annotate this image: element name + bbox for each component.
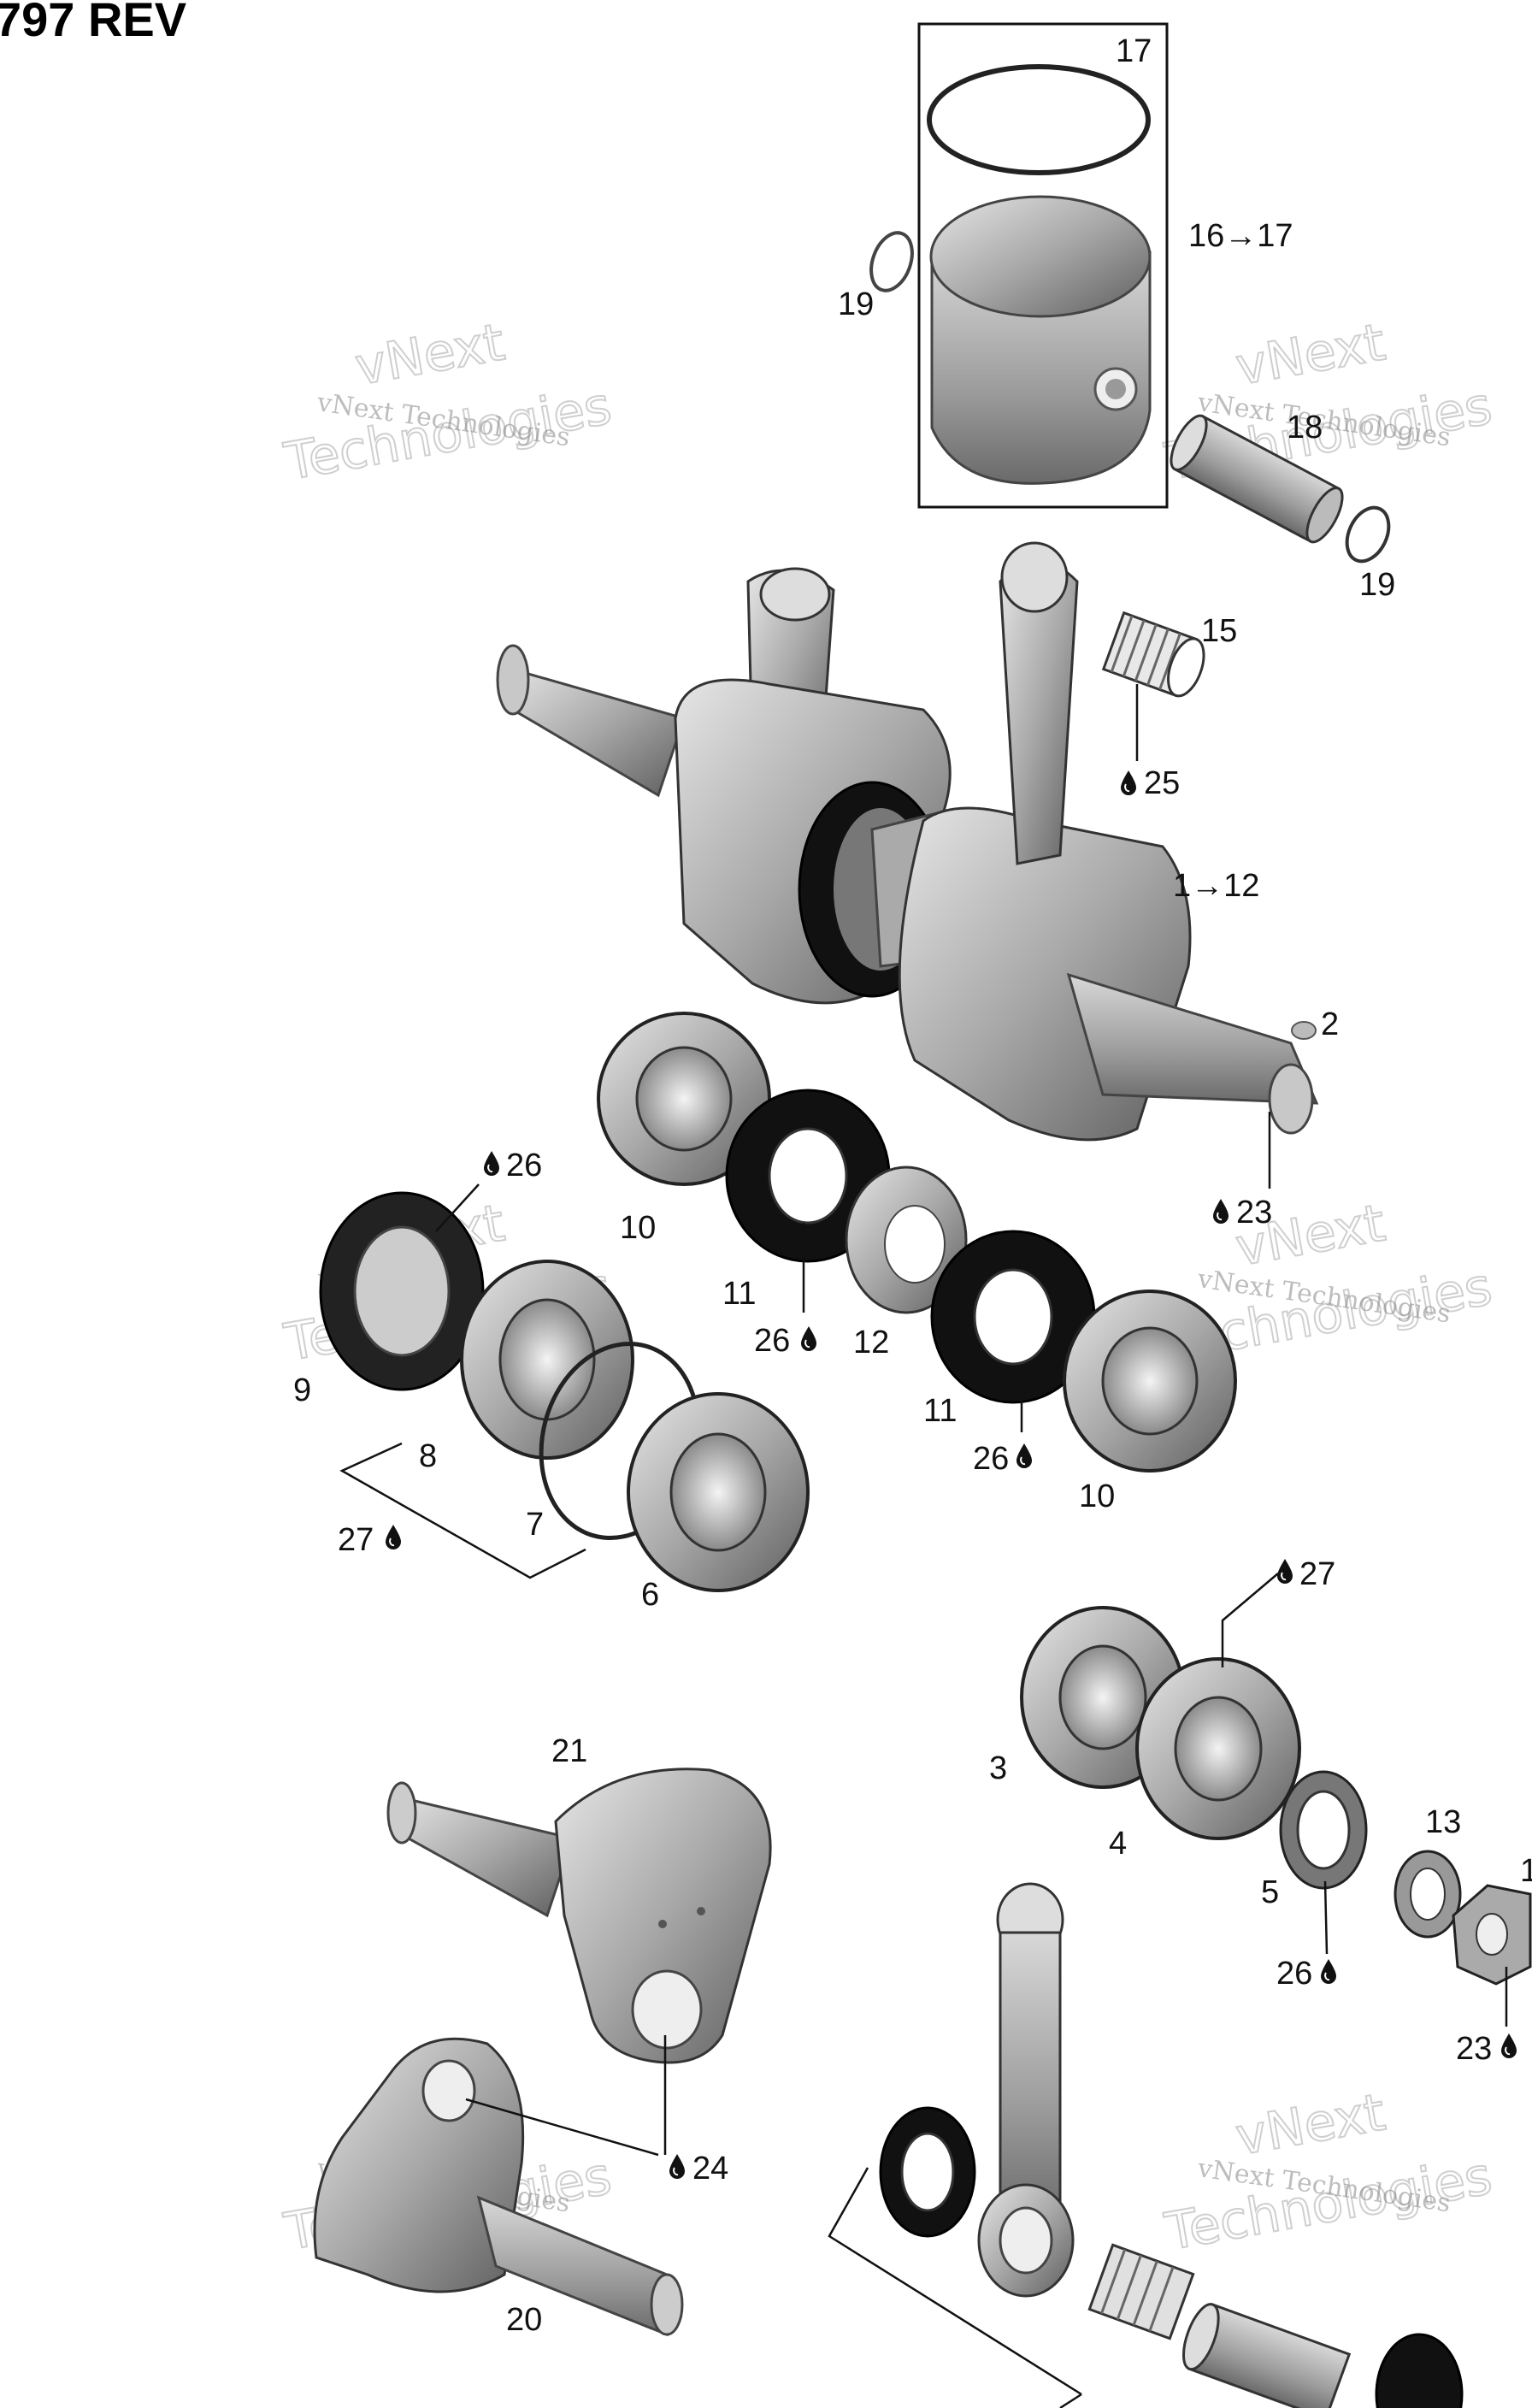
piston-kit-box <box>917 22 1169 509</box>
circlip-right <box>1345 505 1391 564</box>
ball-bearing <box>1063 1290 1237 1473</box>
ball-bearing <box>1135 1657 1301 1840</box>
callout-25: 25 <box>1144 765 1180 801</box>
callout-16-17: 16→17 <box>1188 218 1293 254</box>
callout-21: 21 <box>551 1733 587 1769</box>
callout-1-edge: 1 <box>1520 1853 1532 1889</box>
oil-drop-icon <box>1016 1443 1033 1469</box>
bracket-line <box>339 1442 586 1579</box>
washer <box>1394 1850 1462 1939</box>
oil-drop-icon <box>1212 1198 1229 1225</box>
oil-drop-icon <box>385 1524 402 1550</box>
crankshaft-assembly <box>496 541 1319 1142</box>
watermark-big-1: vNext <box>351 312 509 397</box>
callout-4: 4 <box>1109 1826 1127 1862</box>
thrust-washer-lower <box>879 2106 976 2238</box>
circlip-left <box>869 231 914 292</box>
crank-pin-lower <box>1181 2303 1352 2408</box>
callout-8: 8 <box>419 1438 437 1474</box>
callout-11-left: 11 <box>722 1276 756 1312</box>
oil-drop-icon <box>1500 2033 1517 2059</box>
oil-drop-icon <box>800 1325 817 1352</box>
callout-27-left: 27 <box>338 1522 374 1558</box>
crank-half-21 <box>386 1768 772 2064</box>
callout-13: 13 <box>1425 1804 1461 1840</box>
callout-26-right: 26 <box>973 1441 1009 1477</box>
needle-bearing <box>1101 611 1205 698</box>
bracket-line <box>828 2167 1082 2396</box>
oil-seal <box>930 1230 1096 1404</box>
washer-lower-right <box>1375 2333 1464 2408</box>
ball-bearing <box>627 1392 810 1592</box>
oil-drop-icon <box>1276 1558 1293 1585</box>
callout-10-left: 10 <box>620 1210 656 1246</box>
callout-2: 2 <box>1321 1006 1339 1042</box>
watermark-big-3: vNext <box>1231 312 1389 397</box>
conrod-lower <box>977 1882 1075 2298</box>
callout-26-mid: 26 <box>754 1323 790 1359</box>
watermark-big-11: vNext <box>1231 2082 1389 2167</box>
callout-3: 3 <box>989 1750 1007 1786</box>
oil-drop-icon <box>669 2153 686 2180</box>
needle-bearing-lower <box>1087 2243 1195 2340</box>
leader-line <box>1059 2393 1082 2408</box>
oil-drop-icon <box>1320 1958 1337 1985</box>
callout-23-top: 23 <box>1236 1195 1272 1231</box>
callout-24: 24 <box>692 2151 728 2187</box>
hex-nut <box>1452 1884 1532 1986</box>
leader-line <box>1323 1880 1329 1955</box>
callout-15: 15 <box>1201 613 1237 649</box>
callout-1-12: 1→12 <box>1173 868 1259 904</box>
callout-26-top: 26 <box>506 1148 542 1183</box>
crank-half-20 <box>313 2037 684 2337</box>
callout-20: 20 <box>506 2302 542 2338</box>
piston-ring <box>927 64 1151 175</box>
callout-12: 12 <box>853 1325 889 1360</box>
oil-drop-icon <box>483 1150 500 1177</box>
callout-19-right: 19 <box>1359 567 1395 603</box>
callout-18: 18 <box>1287 410 1323 446</box>
oil-drop-icon <box>1120 770 1137 796</box>
diagram-title: 797 REV <box>0 0 186 46</box>
callout-17: 17 <box>1116 33 1152 69</box>
callout-11-right: 11 <box>923 1393 957 1429</box>
callout-23-bottom: 23 <box>1456 2031 1492 2067</box>
ball-bearing <box>597 1012 771 1186</box>
callout-6: 6 <box>641 1577 659 1613</box>
callout-7: 7 <box>526 1507 544 1543</box>
leader-line <box>465 2098 659 2157</box>
callout-9: 9 <box>293 1372 311 1408</box>
callout-10-right: 10 <box>1079 1478 1115 1514</box>
callout-27-right: 27 <box>1299 1556 1335 1592</box>
thrust-washer <box>1279 1770 1368 1890</box>
roller-bearing <box>460 1260 634 1460</box>
leader-line <box>1221 1573 1279 1667</box>
woodruff-key <box>1291 1021 1317 1040</box>
piston <box>929 195 1152 485</box>
oil-seal <box>319 1191 485 1391</box>
callout-5: 5 <box>1261 1874 1279 1910</box>
leader-line <box>435 1183 480 1232</box>
callout-19-left: 19 <box>838 286 874 322</box>
piston-pin <box>1170 414 1344 544</box>
callout-26-bottom: 26 <box>1276 1956 1312 1992</box>
drive-gear <box>845 1166 968 1314</box>
